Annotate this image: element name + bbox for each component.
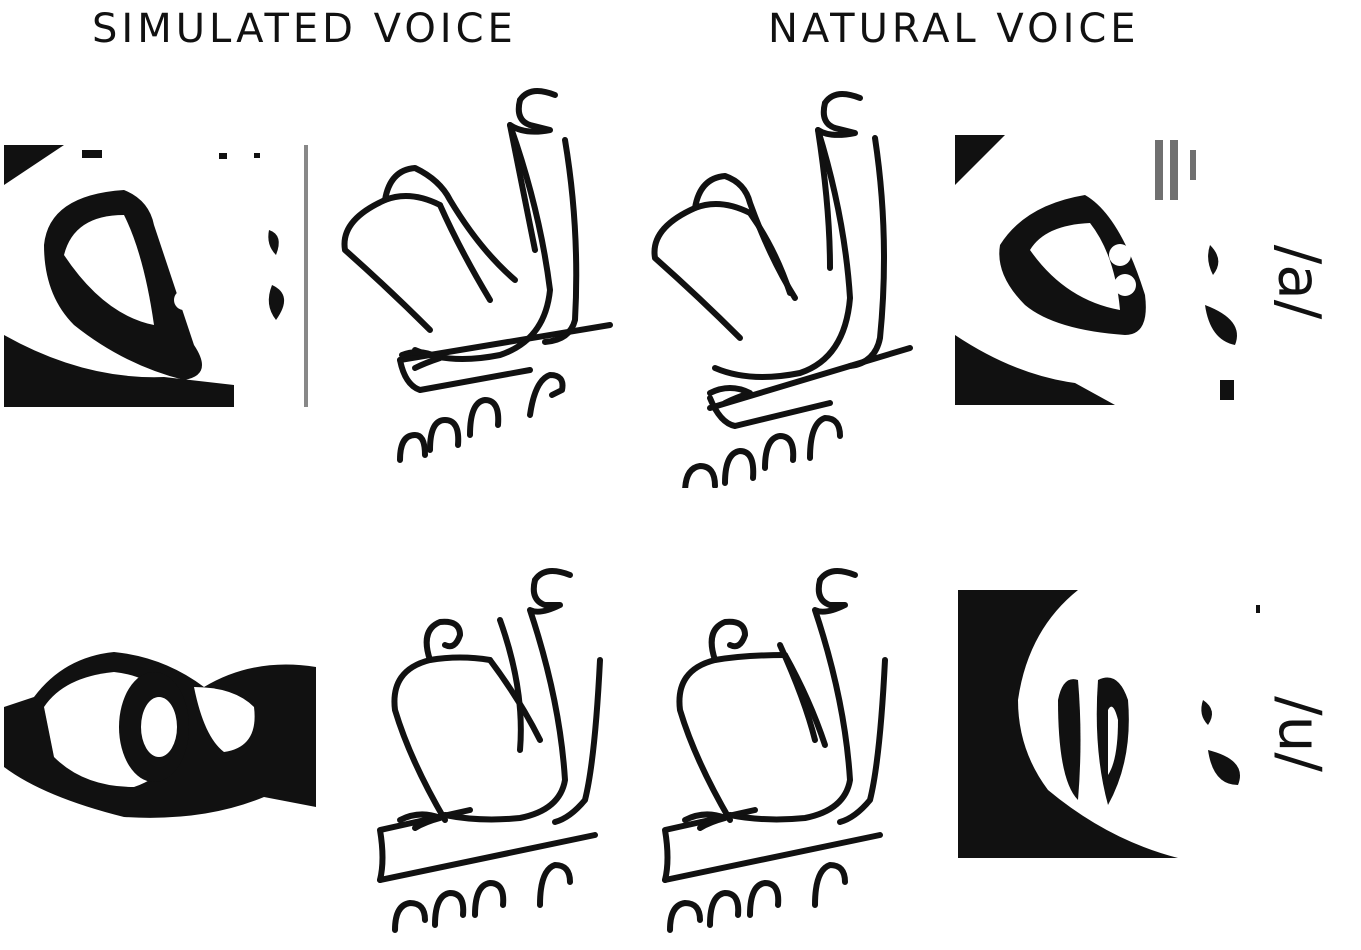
vowel-label-a: /a/: [1265, 245, 1333, 320]
photo-natural-u: [958, 590, 1260, 858]
header-natural-voice: NATURAL VOICE: [768, 6, 1140, 52]
vocal-tract-trace-simulated-a: [330, 80, 630, 480]
vowel-label-u: /u/: [1266, 696, 1334, 772]
vocal-tract-trace-natural-a: [640, 88, 940, 488]
photo-simulated-u: [4, 597, 316, 859]
vocal-tract-trace-natural-u: [655, 560, 945, 950]
photo-natural-a: [955, 135, 1260, 405]
header-simulated-voice: SIMULATED VOICE: [92, 6, 517, 52]
photo-simulated-a: [4, 145, 316, 407]
vocal-tract-trace-simulated-u: [370, 560, 660, 950]
